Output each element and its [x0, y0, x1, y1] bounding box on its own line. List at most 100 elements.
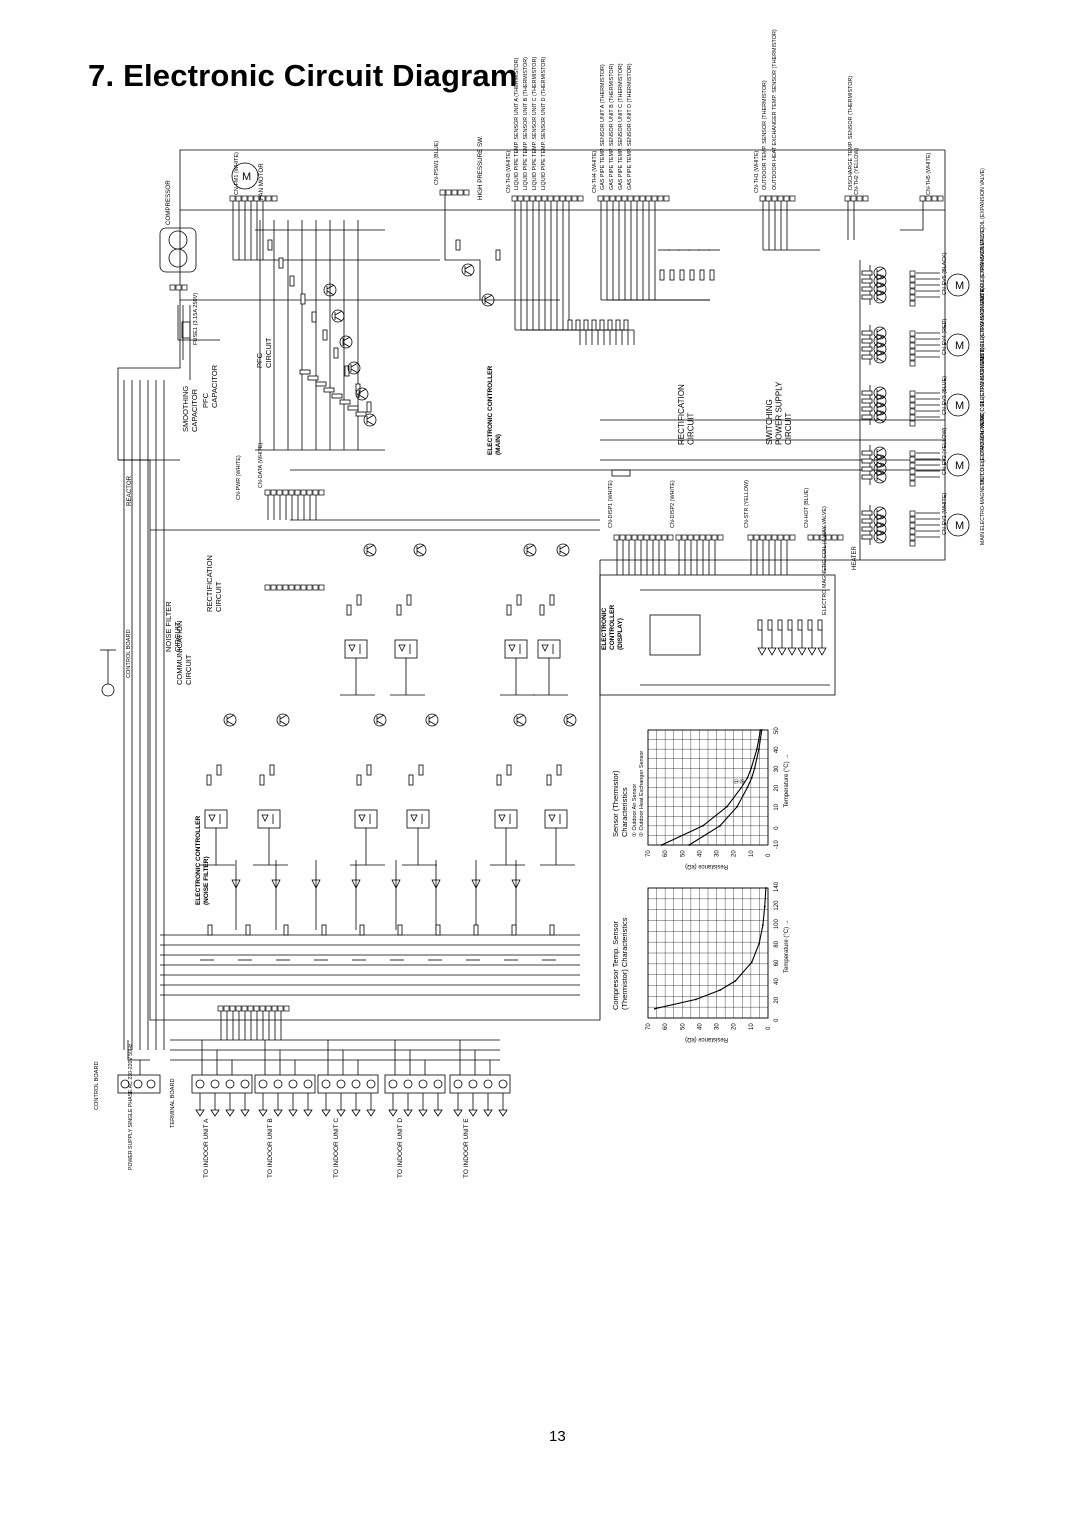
data-point — [761, 924, 764, 927]
chart-legend: ② Outdoor Heat Exchanger Sensor — [638, 751, 645, 837]
resistor — [418, 764, 424, 776]
transistor-emitter — [876, 273, 885, 279]
circuit-block-label: CIRCUIT — [184, 654, 193, 685]
connector-pin — [463, 189, 470, 196]
connector-pin — [856, 195, 863, 202]
data-point — [725, 805, 728, 808]
terminal-screw — [403, 1079, 413, 1089]
connector-pin — [300, 489, 307, 496]
transistor — [556, 543, 570, 557]
transistor-q — [461, 263, 475, 277]
connector-pin — [771, 534, 778, 541]
connector-cn-fm1 — [229, 195, 278, 202]
transistor-collector — [279, 714, 288, 720]
transistor — [339, 335, 353, 349]
terminal-block-indoor — [254, 1074, 316, 1094]
transistor — [873, 290, 887, 304]
terminal-screw — [195, 1079, 205, 1089]
connector-pin — [675, 534, 682, 541]
connector-pin — [265, 195, 272, 202]
transistor-body — [461, 263, 475, 277]
resistor — [669, 269, 675, 281]
connector-pin — [306, 489, 313, 496]
connector-pin — [253, 195, 260, 202]
transistor-collector — [366, 414, 375, 420]
connector-cn-disp1 — [613, 534, 674, 541]
expansion-valve-motor: M — [946, 333, 970, 357]
sensor-label: GAS PIPE TEMP. SENSOR UNIT B (THERMISTOR… — [609, 63, 615, 190]
y-tick-label: 60 — [663, 850, 669, 857]
data-point — [719, 824, 721, 827]
x-axis-label: Temperature (°C) → — [784, 919, 790, 973]
photo-coupler — [494, 809, 518, 829]
terminal-screw — [433, 1079, 443, 1089]
transistor-body — [425, 713, 439, 727]
connector-cn-th5 — [919, 195, 944, 202]
x-tick-label: 40 — [774, 746, 780, 753]
connector-pin — [909, 276, 916, 283]
connector-pin — [777, 534, 784, 541]
transistor-body — [556, 543, 570, 557]
connector-label: CN-EV1 (WHITE) — [942, 493, 948, 535]
transistor-emitter — [279, 720, 288, 726]
connector-pin — [312, 489, 319, 496]
connector-pin — [625, 534, 632, 541]
terminal-screw — [240, 1079, 250, 1089]
controller-label-main: ELECTRONIC CONTROLLER — [487, 366, 494, 455]
controller-label-noise: (NOISE FILTER) — [203, 856, 210, 905]
transistor-body — [873, 326, 887, 340]
transistor-body — [276, 713, 290, 727]
connector-pin — [619, 534, 626, 541]
connector-pin — [909, 474, 916, 481]
resistor — [216, 764, 222, 776]
transistor-emitter — [876, 461, 885, 467]
transistor-emitter — [559, 550, 568, 556]
y-tick-label: 50 — [680, 1023, 686, 1030]
connector-label: CN-FM1 (WHITE) — [234, 152, 240, 195]
photo-coupler — [257, 809, 281, 829]
resistor — [278, 257, 284, 269]
transistor-collector — [876, 335, 885, 341]
led — [767, 647, 777, 656]
resistor — [311, 311, 317, 323]
connector-pin — [807, 534, 814, 541]
data-point — [695, 998, 697, 1001]
connector-pin — [247, 195, 254, 202]
transistor-body — [873, 462, 887, 476]
connector-pin — [282, 584, 289, 591]
connector-pin — [451, 189, 458, 196]
resistor — [659, 269, 665, 281]
sensor-label: OUTDOOR TEMP. SENSOR (THERMISTOR) — [762, 80, 768, 190]
compressor-label: COMPRESSOR — [165, 180, 172, 225]
resistor — [339, 399, 351, 405]
expansion-valve-label: UNIT C ELECTRO-MAGNETIC COIL (EXPANSION … — [980, 287, 986, 425]
circuit-block-label: CIRCUIT — [687, 412, 696, 445]
series-line — [661, 729, 762, 846]
connector-pin — [909, 516, 916, 523]
terminal-screw — [258, 1079, 268, 1089]
sensor-label: LIQUID PIPE TEMP. SENSOR UNIT B (THERMIS… — [523, 57, 529, 190]
connector-pin — [241, 195, 248, 202]
transistor-emitter — [484, 300, 493, 306]
y-tick-label: 40 — [697, 850, 703, 857]
connector-pin — [909, 330, 916, 337]
connector-label: CN-HOT (BLUE) — [804, 488, 810, 528]
transistor-emitter — [326, 290, 335, 296]
connector-cn-str — [747, 534, 796, 541]
y-tick-label: 10 — [749, 1023, 755, 1030]
terminal-arrow — [418, 1109, 428, 1117]
connector-pin — [909, 540, 916, 547]
x-tick-label: 30 — [774, 765, 780, 772]
transistor-body — [363, 413, 377, 427]
connector-cn-data-2 — [264, 584, 325, 591]
connector-pin — [909, 348, 916, 355]
x-tick-label: 100 — [774, 918, 780, 929]
connector-pin — [270, 489, 277, 496]
sensor-label: OUTDOOR HEAT EXCHANGER TEMP. SENSOR (THE… — [772, 29, 778, 190]
connector-pin — [271, 195, 278, 202]
connector-cn-th2 — [844, 195, 869, 202]
transistor-collector — [376, 714, 385, 720]
transistor-body — [363, 543, 377, 557]
